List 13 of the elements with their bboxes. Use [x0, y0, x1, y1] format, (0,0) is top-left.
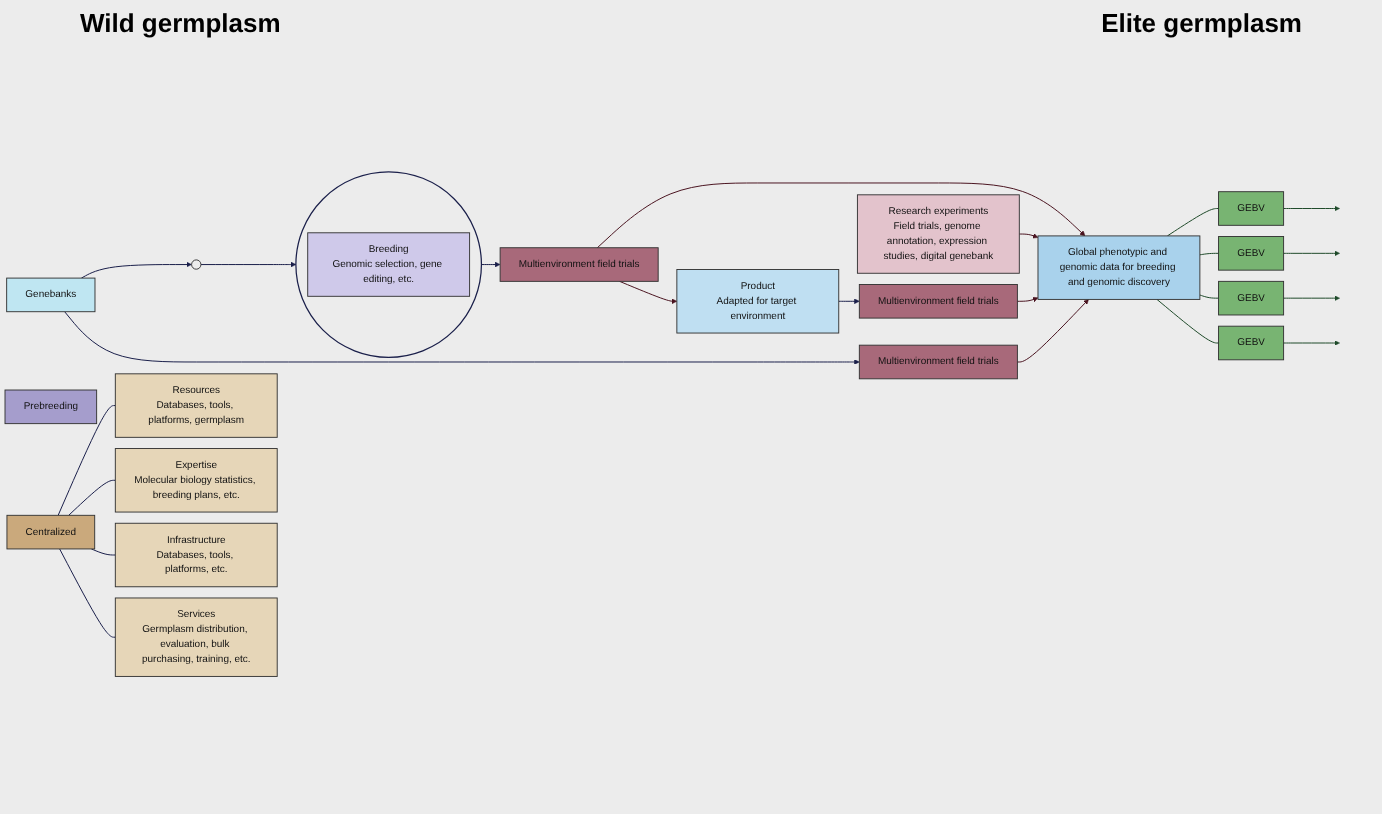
connector	[90, 547, 116, 555]
connector	[57, 404, 116, 516]
connector	[1156, 298, 1220, 343]
section-heading: Elite germplasm	[1101, 8, 1302, 42]
connector	[1199, 252, 1220, 255]
connector	[68, 479, 116, 516]
cluster	[295, 170, 483, 358]
connector	[1166, 207, 1220, 236]
arrow	[596, 181, 1086, 248]
section-heading: Wild germplasm	[80, 8, 281, 42]
connector	[1199, 293, 1220, 298]
node-circle	[191, 258, 202, 269]
connector	[59, 547, 116, 637]
